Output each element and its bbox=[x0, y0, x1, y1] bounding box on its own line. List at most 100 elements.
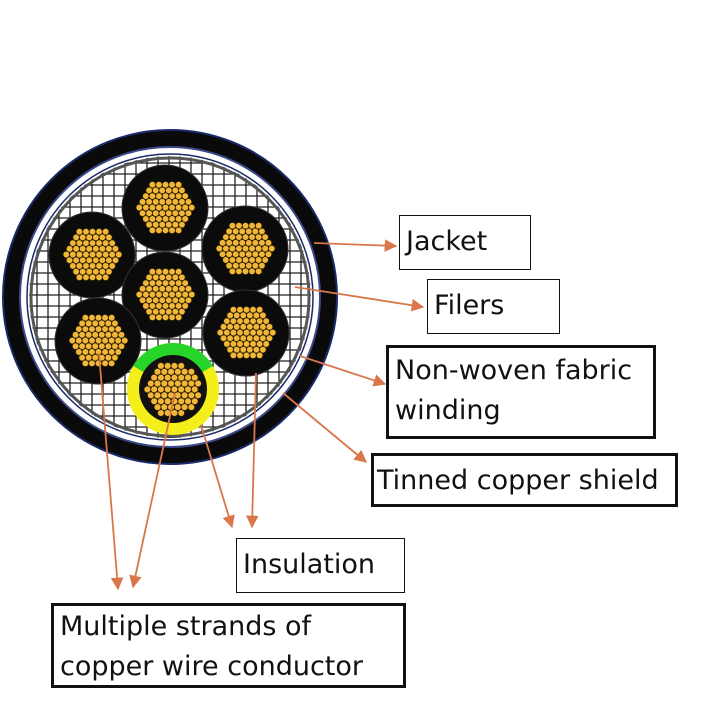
copper-strand bbox=[145, 296, 153, 304]
copper-strand bbox=[171, 296, 179, 304]
copper-strand bbox=[248, 245, 256, 253]
copper-strand bbox=[117, 342, 125, 350]
copper-strand bbox=[265, 334, 273, 342]
copper-strand bbox=[95, 273, 103, 281]
copper-strand bbox=[78, 331, 86, 339]
copper-strand bbox=[104, 331, 112, 339]
copper-strand bbox=[170, 362, 179, 370]
copper-strand bbox=[233, 346, 241, 354]
fillers-label-text: Filers bbox=[434, 290, 505, 321]
insulation-arrow-left bbox=[200, 424, 235, 529]
copper-strand bbox=[82, 251, 90, 259]
copper-strand bbox=[162, 181, 170, 189]
copper-strand bbox=[228, 233, 236, 241]
copper-strand bbox=[245, 250, 253, 258]
copper-strand bbox=[81, 314, 89, 322]
copper-strand bbox=[251, 239, 259, 247]
copper-strand bbox=[187, 403, 195, 411]
copper-strand bbox=[259, 346, 267, 354]
copper-strand bbox=[164, 385, 172, 394]
copper-strand bbox=[142, 302, 150, 310]
copper-strand bbox=[168, 181, 176, 189]
copper-strand bbox=[187, 368, 195, 376]
core-ground bbox=[127, 343, 219, 435]
copper-strand bbox=[89, 228, 97, 236]
copper-strand bbox=[101, 348, 109, 356]
copper-strand bbox=[222, 245, 230, 253]
shield-label: Tinned copper shield bbox=[371, 453, 678, 507]
copper-strand bbox=[168, 302, 176, 310]
copper-strand bbox=[256, 306, 264, 314]
copper-strand bbox=[139, 198, 147, 206]
copper-strand bbox=[168, 268, 176, 276]
copper-strand bbox=[180, 391, 189, 399]
copper-strand bbox=[242, 222, 250, 230]
copper-strand bbox=[256, 351, 264, 359]
copper-strand bbox=[158, 308, 166, 316]
copper-strand bbox=[72, 268, 80, 276]
copper-strand bbox=[75, 262, 83, 270]
copper-strand bbox=[88, 348, 96, 356]
conductor-label: Multiple strands of copper wire conducto… bbox=[51, 603, 406, 688]
copper-strand bbox=[236, 329, 244, 337]
copper-strand bbox=[152, 308, 160, 316]
copper-strand bbox=[147, 379, 155, 388]
copper-strand bbox=[114, 348, 122, 356]
copper-strand bbox=[114, 325, 122, 333]
copper-strand bbox=[255, 222, 263, 230]
copper-strand bbox=[243, 351, 251, 359]
copper-strand bbox=[245, 227, 253, 235]
copper-strand bbox=[81, 337, 89, 345]
copper-strand bbox=[222, 233, 230, 241]
copper-strand bbox=[153, 403, 162, 411]
copper-strand bbox=[269, 329, 277, 337]
copper-strand bbox=[152, 198, 160, 206]
copper-strand bbox=[158, 209, 166, 217]
fabric-winding-label: Non-woven fabric winding bbox=[386, 345, 656, 439]
copper-strand bbox=[232, 239, 240, 247]
copper-strand bbox=[184, 397, 192, 405]
core-upper-right bbox=[201, 205, 289, 293]
copper-strand bbox=[117, 331, 125, 339]
copper-strand bbox=[219, 250, 227, 258]
copper-strand bbox=[242, 256, 250, 264]
copper-strand bbox=[175, 215, 183, 223]
copper-strand bbox=[178, 273, 186, 281]
copper-strand bbox=[229, 306, 237, 314]
copper-strand bbox=[72, 342, 80, 350]
copper-strand bbox=[171, 221, 179, 229]
copper-strand bbox=[239, 334, 247, 342]
copper-strand bbox=[91, 331, 99, 339]
copper-strand bbox=[105, 245, 113, 253]
copper-strand bbox=[242, 267, 250, 275]
copper-strand bbox=[184, 198, 192, 206]
copper-strand bbox=[139, 285, 147, 293]
copper-strand bbox=[145, 273, 153, 281]
copper-strand bbox=[187, 379, 195, 388]
copper-strand bbox=[142, 204, 150, 212]
copper-strand bbox=[72, 233, 80, 241]
copper-strand bbox=[256, 317, 264, 325]
copper-strand bbox=[170, 374, 179, 382]
copper-strand bbox=[108, 359, 116, 367]
copper-strand bbox=[82, 239, 90, 247]
copper-strand bbox=[168, 279, 176, 287]
copper-strand bbox=[228, 245, 236, 253]
copper-strand bbox=[157, 374, 165, 382]
copper-strand bbox=[191, 374, 199, 382]
copper-strand bbox=[191, 397, 199, 405]
copper-strand bbox=[92, 233, 100, 241]
copper-strand bbox=[174, 391, 182, 399]
copper-strand bbox=[235, 245, 243, 253]
copper-strand bbox=[252, 334, 260, 342]
copper-strand bbox=[104, 319, 112, 327]
copper-strand bbox=[233, 311, 241, 319]
copper-strand bbox=[175, 302, 183, 310]
copper-strand bbox=[69, 251, 77, 259]
copper-strand bbox=[98, 233, 106, 241]
copper-strand bbox=[174, 379, 182, 388]
copper-strand bbox=[148, 181, 156, 189]
copper-strand bbox=[98, 319, 106, 327]
copper-strand bbox=[180, 379, 189, 388]
copper-strand bbox=[165, 221, 173, 229]
